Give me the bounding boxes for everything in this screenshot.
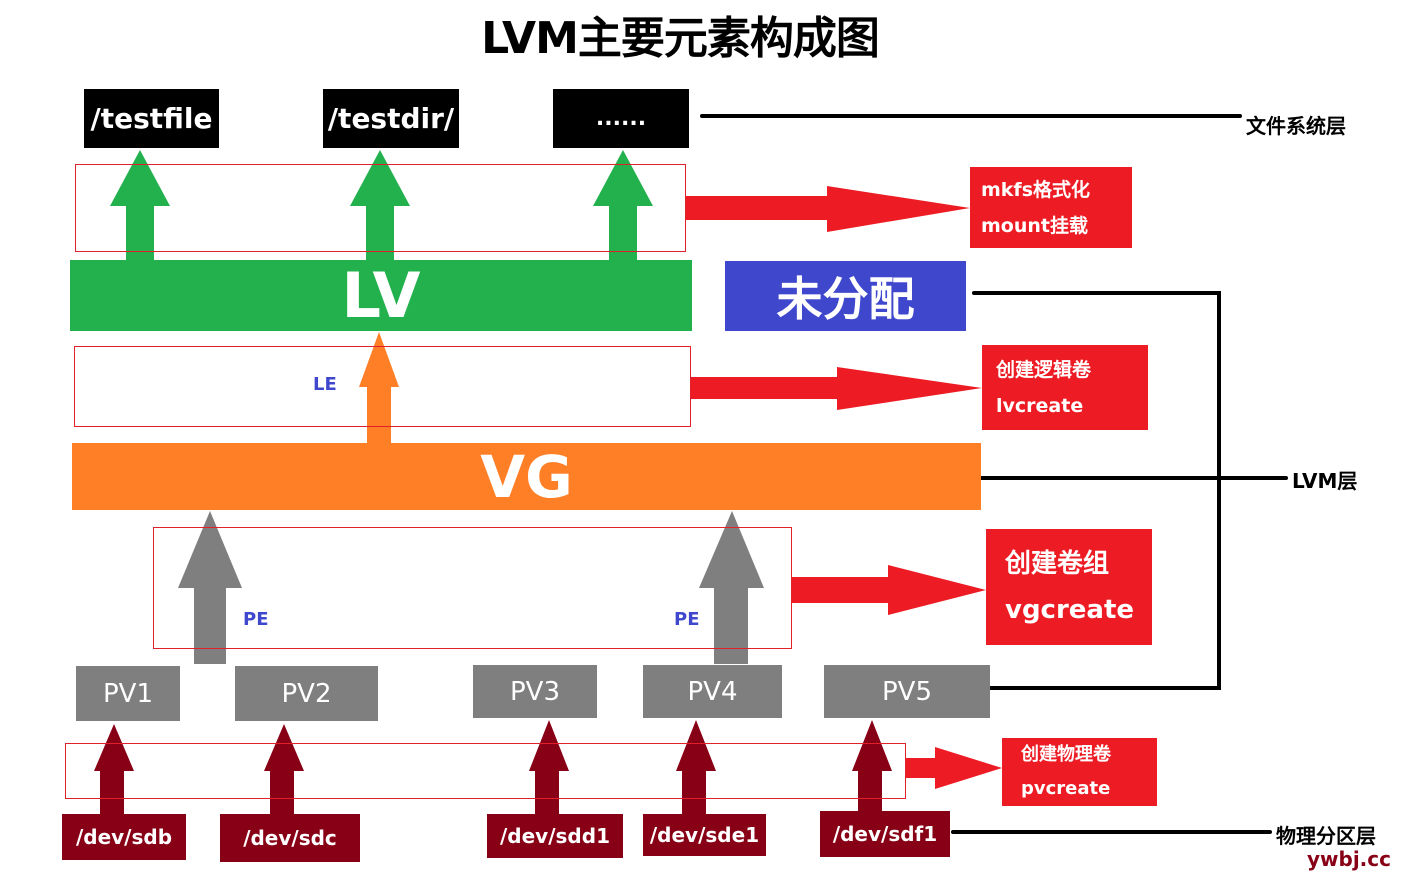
filesystem-item-label: /testfile — [90, 102, 213, 135]
unallocated-box: 未分配 — [725, 261, 966, 331]
green-arrow-testfile — [110, 150, 170, 262]
device-box-sdf1: /dev/sdf1 — [820, 811, 950, 857]
create-lv-label: 创建逻辑卷 — [996, 358, 1092, 381]
darkred-arrow-sde1 — [676, 720, 716, 815]
device-label: /dev/sde1 — [649, 823, 760, 847]
vg-bar: VG — [72, 442, 981, 511]
lvm-layer-label: LVM层 — [1292, 469, 1358, 493]
pv-box-3: PV3 — [473, 665, 597, 718]
device-box-sdc: /dev/sdc — [220, 814, 360, 862]
vgcreate-label: vgcreate — [1005, 595, 1135, 625]
red-arrow-vgcreate — [792, 565, 986, 615]
filesystem-item-label: /testdir/ — [327, 102, 455, 135]
darkred-arrow-sdd1 — [529, 720, 569, 815]
mount-label: mount挂载 — [981, 214, 1088, 237]
le-label: LE — [313, 374, 337, 395]
device-label: /dev/sdc — [243, 826, 337, 850]
mkfs-region-frame — [75, 164, 686, 252]
pvcreate-region-frame — [65, 743, 906, 799]
mkfs-mount-box: mkfs格式化 mount挂载 — [970, 167, 1132, 248]
pvcreate-box: 创建物理卷 pvcreate — [1002, 738, 1157, 806]
pv-label: PV3 — [509, 676, 560, 707]
create-vg-label: 创建卷组 — [1005, 549, 1110, 579]
filesystem-item-testfile: /testfile — [84, 89, 219, 148]
lv-label: LV — [341, 259, 421, 332]
gray-arrow-pv1 — [178, 511, 242, 664]
mkfs-label: mkfs格式化 — [981, 178, 1091, 201]
lv-bar: LV — [70, 259, 692, 332]
pv-box-1: PV1 — [76, 666, 180, 721]
pv-label: PV4 — [687, 676, 738, 707]
pv-box-5: PV5 — [824, 665, 990, 718]
pv-box-2: PV2 — [235, 666, 378, 721]
partition-layer-label: 物理分区层 — [1276, 824, 1376, 848]
gray-arrow-pv4 — [699, 511, 764, 664]
darkred-arrow-sdf1 — [852, 720, 892, 812]
diagram-title: LVM主要元素构成图 — [481, 13, 880, 64]
lvcreate-box: 创建逻辑卷 lvcreate — [982, 345, 1148, 430]
darkred-arrow-sdc — [264, 724, 304, 815]
pe-label-right: PE — [674, 609, 700, 630]
pv-label: PV1 — [102, 678, 153, 709]
vgcreate-box: 创建卷组 vgcreate — [986, 529, 1152, 645]
darkred-arrow-sdb — [94, 724, 134, 815]
device-label: /dev/sdf1 — [832, 822, 938, 846]
pv-label: PV5 — [881, 676, 932, 707]
filesystem-layer-label: 文件系统层 — [1246, 114, 1346, 138]
watermark: ywbj.cc — [1307, 847, 1391, 871]
red-arrow-lvcreate — [691, 367, 982, 410]
device-box-sdd1: /dev/sdd1 — [487, 814, 623, 858]
vg-label: VG — [480, 442, 573, 511]
pv-box-4: PV4 — [643, 665, 782, 718]
device-label: /dev/sdb — [75, 825, 173, 849]
green-arrow-testdir — [350, 150, 410, 262]
filesystem-item-more: ...... — [553, 89, 689, 148]
lvm-layer-bracket — [972, 291, 1221, 690]
red-arrow-mkfs — [686, 186, 970, 232]
filesystem-item-testdir: /testdir/ — [323, 89, 459, 148]
lvcreate-label: lvcreate — [996, 394, 1084, 417]
vgcreate-region-frame — [153, 527, 792, 649]
device-box-sdb: /dev/sdb — [62, 814, 186, 860]
device-box-sde1: /dev/sde1 — [643, 814, 766, 856]
device-label: /dev/sdd1 — [500, 824, 610, 848]
filesystem-item-label: ...... — [595, 106, 647, 131]
green-arrow-more — [593, 150, 653, 262]
lvcreate-region-frame — [74, 346, 691, 427]
unallocated-label: 未分配 — [776, 272, 915, 326]
orange-arrow-le — [359, 332, 399, 443]
create-pv-label: 创建物理卷 — [1021, 744, 1111, 765]
pvcreate-label: pvcreate — [1021, 778, 1111, 799]
red-arrow-pvcreate — [905, 747, 1002, 789]
pv-label: PV2 — [281, 678, 332, 709]
pe-label-left: PE — [243, 609, 269, 630]
